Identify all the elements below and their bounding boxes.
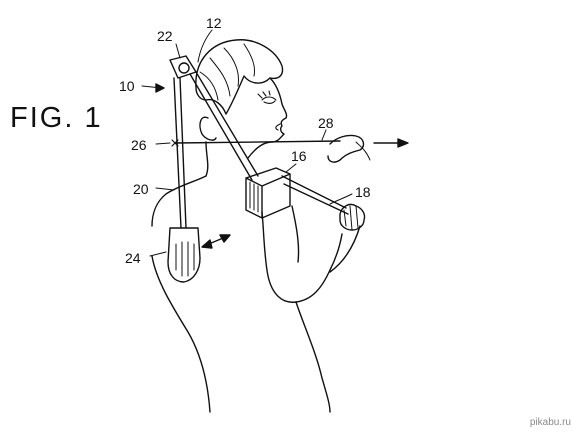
ref-label-12: 12: [206, 15, 222, 31]
hair-outline: [196, 40, 283, 114]
cord-28: [176, 141, 340, 143]
ref-label-16: 16: [291, 148, 307, 164]
cable-20-left: [174, 78, 181, 228]
ref-label-24: 24: [125, 250, 141, 266]
door-bracket: [170, 56, 196, 78]
leader-20: [156, 188, 174, 190]
leader-12: [198, 30, 212, 62]
cable-to-harness-a: [190, 74, 252, 180]
leader-22: [176, 44, 180, 58]
raised-arm-upper: [262, 212, 342, 302]
leader-28: [322, 130, 326, 140]
ref-label-20: 20: [133, 181, 149, 197]
leader-10-head: [156, 84, 164, 92]
cable-to-harness-b: [196, 72, 258, 176]
leader-18: [330, 194, 352, 204]
eye: [258, 91, 276, 103]
harness-box-16: [246, 168, 290, 218]
right-hand-fingers: [344, 206, 358, 230]
forearm-lower: [330, 226, 360, 272]
pull-arrow-head: [398, 139, 408, 147]
hair-strands: [200, 44, 255, 100]
cable-20-right: [180, 78, 186, 228]
neck-back: [206, 142, 208, 176]
ref-label-28: 28: [318, 115, 334, 131]
motion-arrow-head-b: [220, 235, 230, 242]
ref-label-22: 22: [157, 28, 173, 44]
extended-hand: [328, 135, 363, 162]
ref-label-10: 10: [119, 78, 135, 94]
right-hand: [340, 204, 365, 230]
face-profile: [248, 78, 287, 158]
cable-18-a: [282, 176, 346, 208]
connector-26: [172, 140, 178, 146]
watermark: pikabu.ru: [529, 417, 571, 428]
motion-arrow-head: [202, 240, 212, 248]
leader-24: [150, 252, 166, 256]
ear: [200, 117, 216, 140]
lips: [276, 124, 280, 130]
ref-label-18: 18: [355, 184, 371, 200]
extended-hand-fingers: [356, 142, 370, 160]
leader-26: [156, 143, 170, 144]
torso-front: [292, 206, 299, 262]
raised-arm-inner: [296, 302, 330, 412]
bracket-pulley: [179, 63, 189, 73]
cable-18-b: [284, 184, 348, 214]
figure-title: FIG. 1: [10, 102, 103, 134]
ref-label-26: 26: [131, 137, 147, 153]
lower-hand-fingers: [176, 242, 194, 276]
shoulder-back: [152, 176, 206, 226]
lower-hand-24: [168, 228, 200, 282]
harness-box-detail: [250, 182, 258, 212]
leader-16: [286, 164, 296, 172]
back-contour: [152, 256, 210, 412]
